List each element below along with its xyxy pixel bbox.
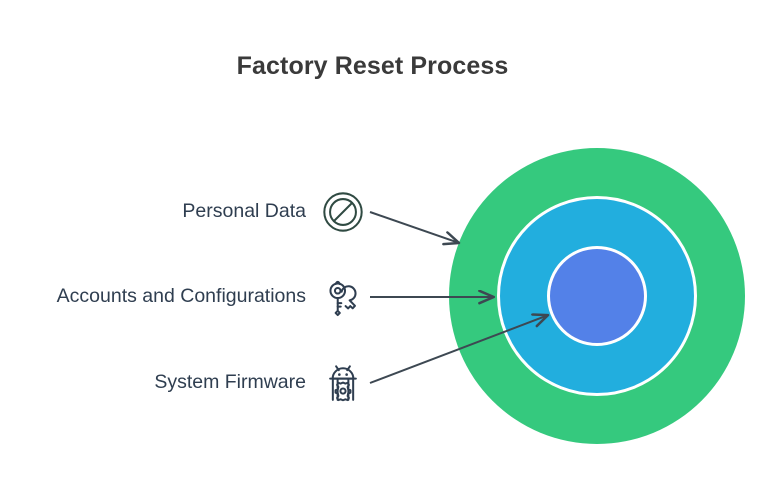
page-title: Factory Reset Process	[236, 52, 509, 80]
legend-item-accounts-and-configurations[interactable]: Accounts and Configurations	[0, 274, 366, 320]
legend-label-system-firmware: System Firmware	[154, 371, 306, 394]
prohibition-icon	[320, 189, 366, 235]
arrow-personal-data	[369, 211, 458, 243]
legend-label-accounts-and-configurations: Accounts and Configurations	[56, 285, 306, 308]
keys-icon	[320, 274, 366, 320]
legend-item-system-firmware[interactable]: System Firmware	[0, 360, 366, 406]
android-gear-icon	[320, 360, 366, 406]
ring-inner-system-firmware[interactable]	[547, 246, 647, 346]
legend-item-personal-data[interactable]: Personal Data	[0, 189, 366, 235]
legend-label-personal-data: Personal Data	[182, 200, 306, 223]
